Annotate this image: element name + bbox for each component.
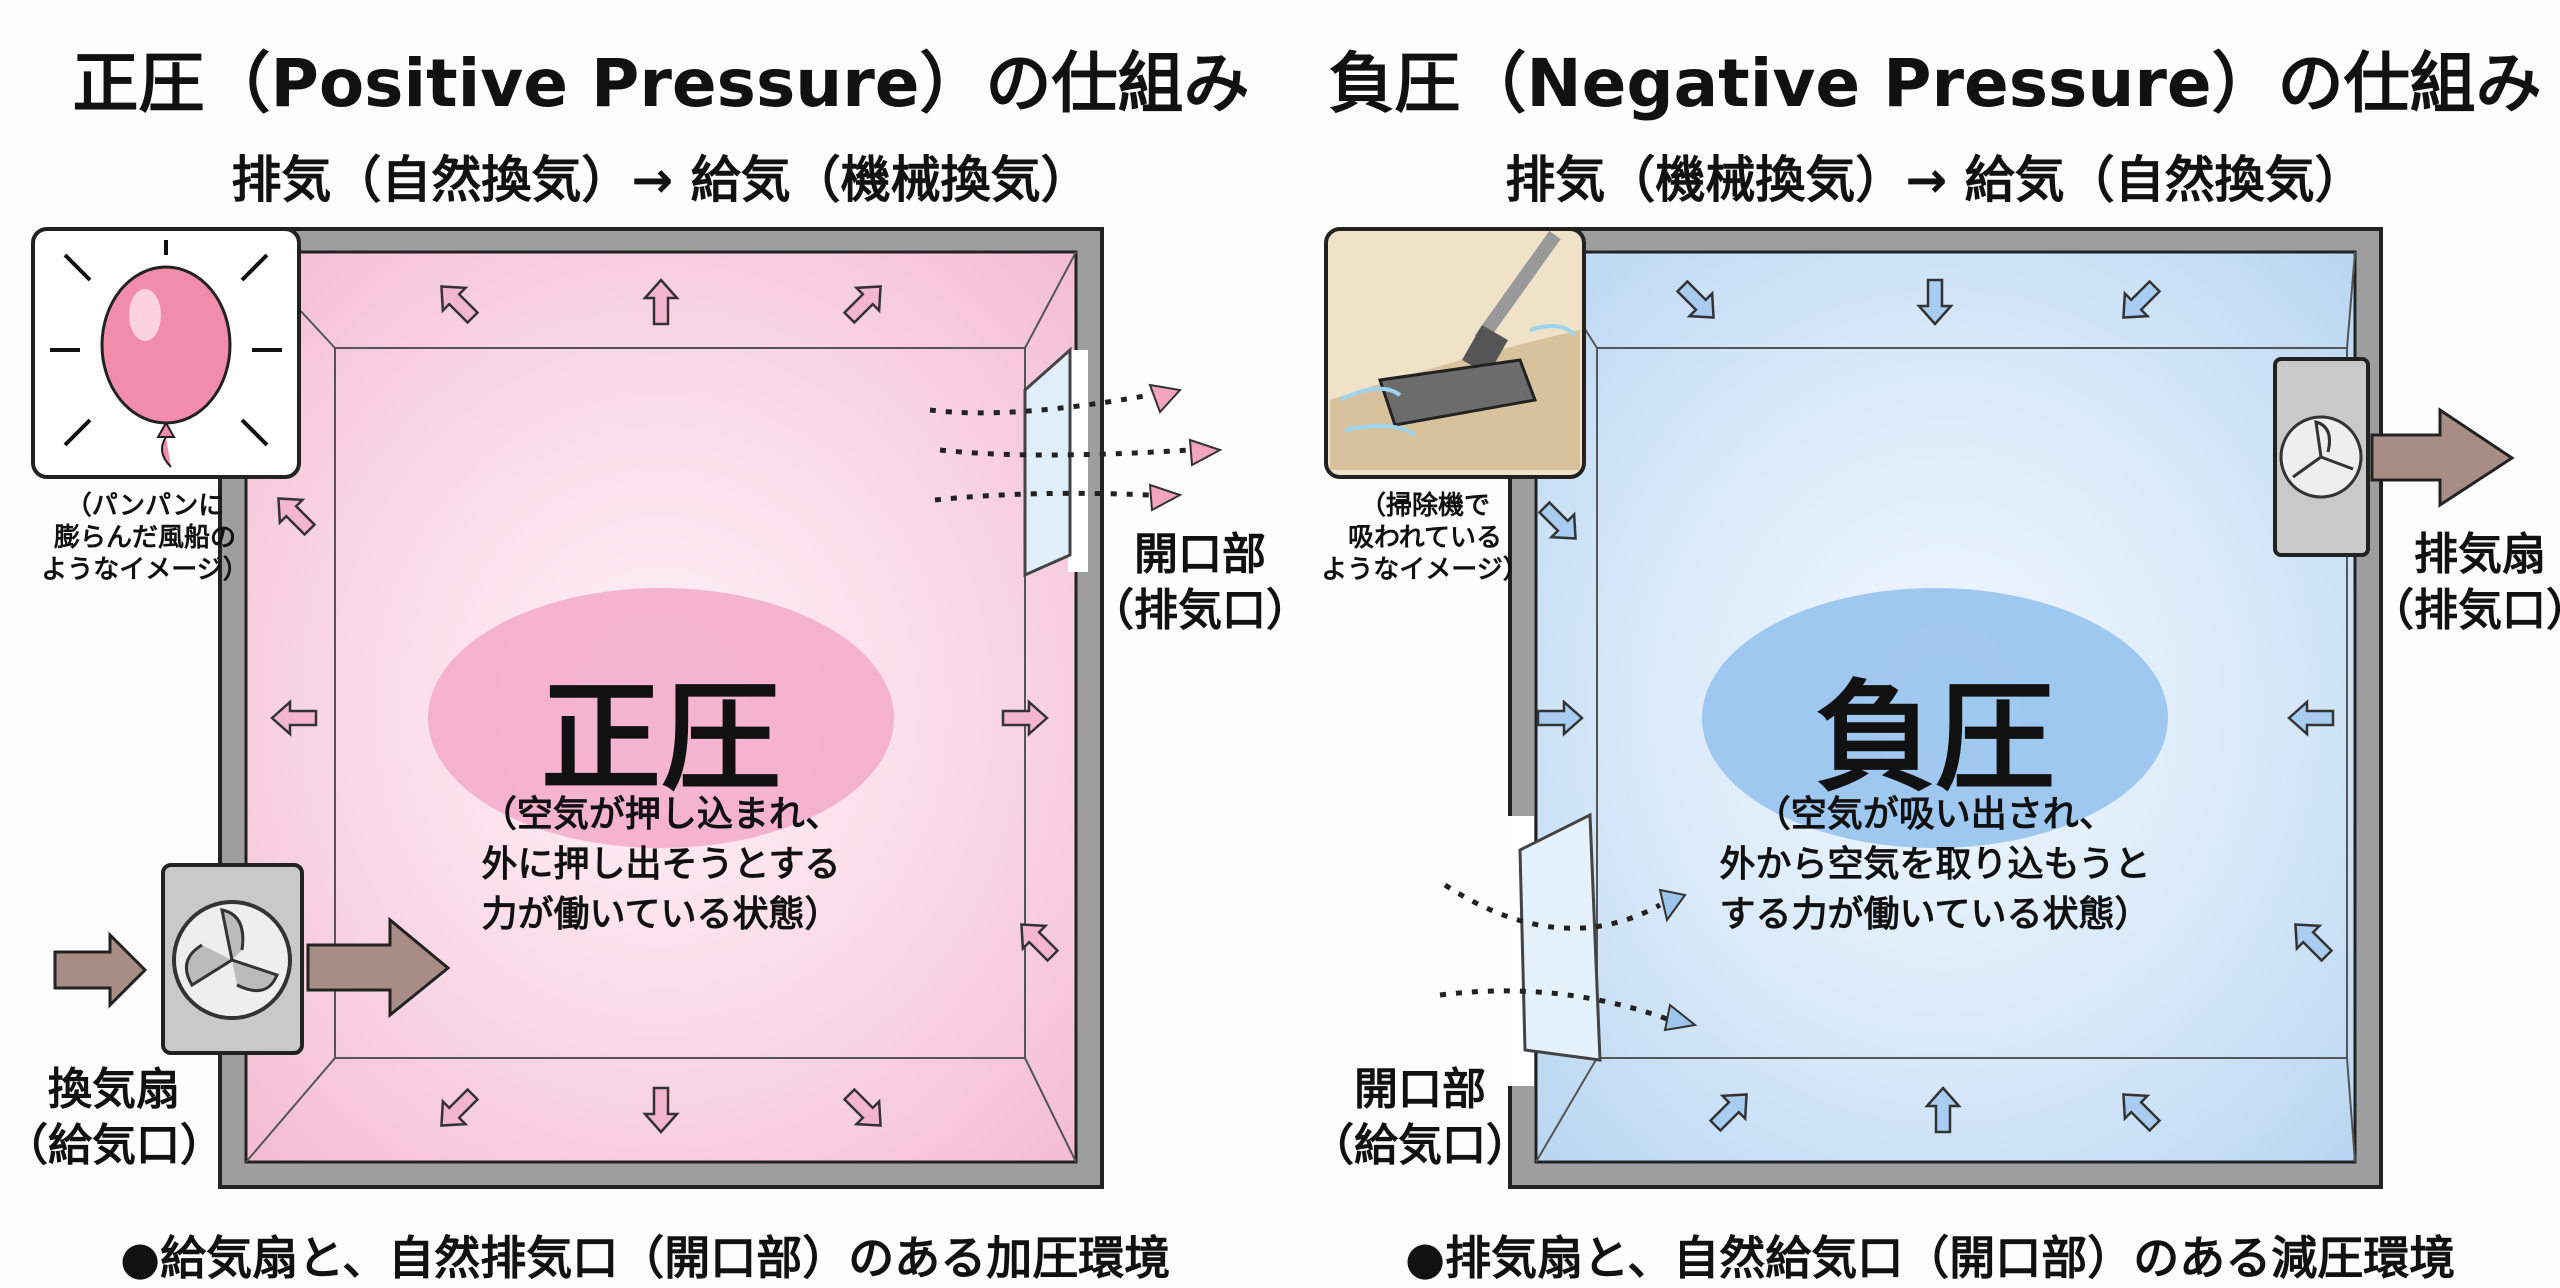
balloon-image bbox=[31, 227, 301, 479]
vacuum-image bbox=[1324, 227, 1586, 479]
desc-line: （空気が吸い出され、 bbox=[1754, 794, 2116, 835]
positive-footer: ●給気扇と、自然排気口（開口部）のある加圧環境 bbox=[120, 1231, 1171, 1285]
caption-line: （掃除機で bbox=[1359, 491, 1491, 521]
positive-center-desc: （空気が押し込まれ、 外に押し出そうとする 力が働いている状態） bbox=[481, 790, 841, 940]
desc-line: する力が働いている状態） bbox=[1719, 894, 2151, 935]
desc-line: 外に押し出そうとする bbox=[481, 844, 841, 885]
negative-subtitle: 排気（機械換気）→ 給気（自然換気） bbox=[1505, 151, 2365, 209]
positive-ellipse bbox=[428, 588, 894, 848]
positive-center-label: 正圧 bbox=[541, 669, 781, 808]
negative-image-caption: （掃除機で 吸われている ようなイメージ） bbox=[1321, 490, 1528, 586]
negative-title: 負圧（Negative Pressure）の仕組み bbox=[1328, 45, 2542, 122]
negative-fan-label: 排気扇 （排気口） bbox=[2370, 527, 2560, 639]
negative-footer: ●排気扇と、自然給気口（開口部）のある減圧環境 bbox=[1405, 1231, 2456, 1285]
negative-fan bbox=[2273, 357, 2515, 557]
caption-line: 膨らんだ風船の bbox=[53, 523, 237, 553]
positive-window bbox=[929, 346, 1223, 578]
label-line: （給気口） bbox=[1310, 1120, 1530, 1171]
positive-fan-label: 換気扇 （給気口） bbox=[4, 1062, 224, 1174]
positive-image-caption: （パンパンに 膨らんだ風船の ようなイメージ） bbox=[41, 490, 248, 586]
caption-line: （パンパンに bbox=[65, 491, 225, 521]
positive-fan bbox=[53, 863, 451, 1055]
negative-window bbox=[1439, 812, 1698, 1086]
desc-line: （空気が押し込まれ、 bbox=[480, 794, 842, 835]
positive-room bbox=[218, 227, 1104, 1189]
negative-center-desc: （空気が吸い出され、 外から空気を取り込もうと する力が働いている状態） bbox=[1720, 790, 2151, 940]
desc-line: 外から空気を取り込もうと bbox=[1719, 844, 2151, 885]
negative-opening-label: 開口部 （給気口） bbox=[1310, 1062, 1530, 1174]
negative-center-label: 負圧 bbox=[1815, 669, 2055, 808]
positive-subtitle: 排気（自然換気）→ 給気（機械換気） bbox=[231, 151, 1091, 209]
negative-room bbox=[1508, 227, 2383, 1189]
caption-line: ようなイメージ） bbox=[41, 555, 249, 585]
label-line: 排気扇 bbox=[2414, 529, 2546, 580]
desc-line: 力が働いている状態） bbox=[481, 894, 841, 935]
caption-line: ようなイメージ） bbox=[1321, 555, 1529, 585]
positive-opening-label: 開口部 （排気口） bbox=[1090, 527, 1310, 639]
caption-line: 吸われている bbox=[1348, 523, 1502, 553]
label-line: （給気口） bbox=[4, 1120, 224, 1171]
label-line: （排気口） bbox=[2370, 585, 2560, 636]
label-line: （排気口） bbox=[1090, 585, 1310, 636]
positive-title: 正圧（Positive Pressure）の仕組み bbox=[72, 45, 1250, 122]
label-line: 開口部 bbox=[1354, 1064, 1486, 1115]
negative-ellipse bbox=[1702, 588, 2168, 848]
label-line: 換気扇 bbox=[48, 1064, 180, 1115]
label-line: 開口部 bbox=[1134, 529, 1266, 580]
